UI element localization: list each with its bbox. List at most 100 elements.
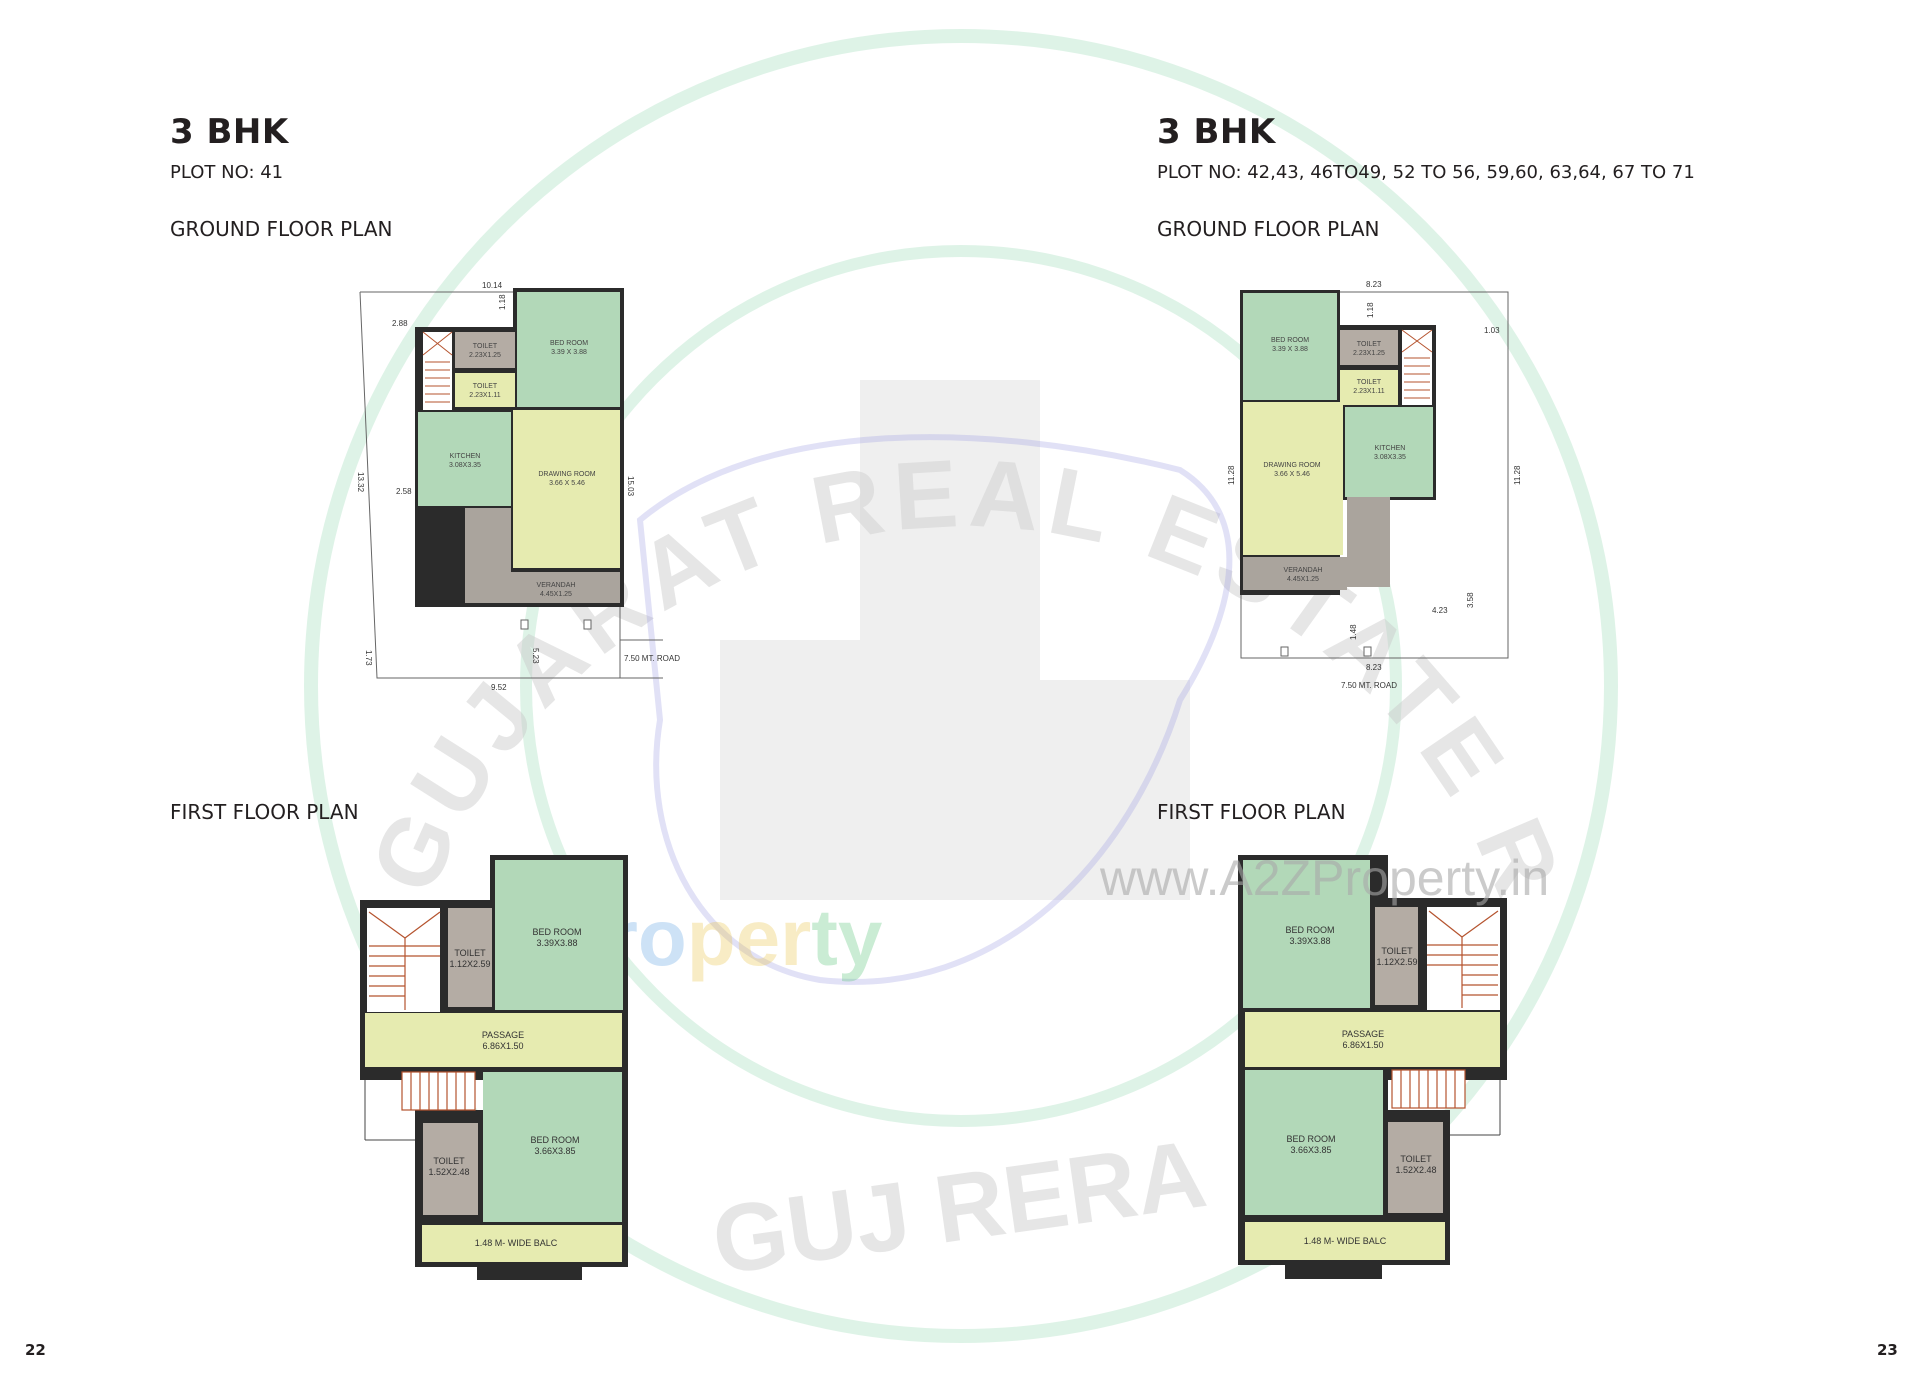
room-size: 3.66 X 5.46 (549, 480, 585, 487)
drawing-room (1243, 402, 1343, 555)
bedroom (1243, 293, 1337, 400)
room-label: TOILET (473, 343, 498, 350)
room-label: BED ROOM (1286, 1134, 1335, 1144)
dimension-label: 5.23 (531, 648, 540, 664)
dimension-label: 2.88 (392, 319, 408, 328)
room-label: BED ROOM (532, 927, 581, 937)
dimension-label: 1.03 (1484, 326, 1500, 335)
right-ground-floor-heading: GROUND FLOOR PLAN (1157, 217, 1380, 241)
room-size: 2.23X1.11 (1353, 388, 1385, 395)
dimension-label: 15.03 (626, 476, 635, 497)
dimension-label: 8.23 (1366, 663, 1382, 672)
bedroom (495, 860, 623, 1010)
dimension-label: 4.23 (1432, 606, 1448, 615)
room-size: 3.39 X 3.88 (1272, 346, 1308, 353)
room-label: TOILET (1357, 341, 1382, 348)
dimension-label: 2.58 (396, 487, 412, 496)
left-plot-number: PLOT NO: 41 (170, 162, 284, 183)
room-size: 4.45X1.25 (1287, 576, 1319, 583)
room-size: 3.39X3.88 (536, 938, 577, 948)
room-label: 1.48 M- WIDE BALC (475, 1238, 558, 1248)
room-size: 1.12X2.59 (1376, 957, 1417, 967)
room-label: PASSAGE (1342, 1029, 1384, 1039)
staircase (1402, 330, 1432, 405)
dimension-label: 11.28 (1513, 465, 1522, 485)
toilet (455, 332, 515, 368)
right-plot-number: PLOT NO: 42,43, 46TO49, 52 TO 56, 59,60,… (1157, 162, 1695, 183)
room-size: 3.39 X 3.88 (551, 349, 587, 356)
balcony (422, 1225, 622, 1262)
room-size: 3.39X3.88 (1289, 936, 1330, 946)
room-size: 2.23X1.25 (469, 352, 501, 359)
staircase (1427, 907, 1500, 1010)
right-title: 3 BHK (1157, 112, 1276, 152)
room-label: BED ROOM (550, 340, 588, 347)
dimension-label: 1.48 (1349, 624, 1358, 640)
right-first-floor-heading: FIRST FLOOR PLAN (1157, 800, 1346, 824)
dimension-label: 3.58 (1466, 592, 1475, 608)
right-ground-floor-plan: BED ROOM 3.39 X 3.88 TOILET 2.23X1.25 TO… (1227, 280, 1522, 690)
bedroom (483, 1072, 622, 1222)
room-size: 1.52X2.48 (428, 1167, 469, 1177)
dimension-label: 1.73 (364, 650, 373, 666)
road-label: 7.50 MT. ROAD (1341, 681, 1397, 690)
left-first-floor-plan: BED ROOM 3.39X3.88 TOILET 1.12X2.59 PASS… (360, 855, 628, 1280)
room-label: TOILET (1400, 1154, 1432, 1164)
bedroom (1243, 860, 1370, 1008)
room-size: 6.86X1.50 (1342, 1040, 1383, 1050)
room-size: 3.08X3.35 (1374, 454, 1406, 461)
room-label: KITCHEN (450, 453, 481, 460)
kitchen (418, 412, 511, 506)
left-ground-floor-heading: GROUND FLOOR PLAN (170, 217, 393, 241)
right-first-floor-plan: BED ROOM 3.39X3.88 TOILET 1.12X2.59 PASS… (1238, 855, 1507, 1279)
toilet (448, 908, 492, 1007)
dimension-label: 11.28 (1227, 465, 1236, 485)
room-size: 2.23X1.11 (469, 392, 501, 399)
dimension-label: 13.32 (356, 472, 365, 493)
room-label: KITCHEN (1375, 445, 1406, 452)
room-size: 3.66 X 5.46 (1274, 471, 1310, 478)
dimension-label: 1.18 (498, 294, 507, 310)
road-label: 7.50 MT. ROAD (624, 654, 680, 663)
room-size: 3.66X3.85 (534, 1146, 575, 1156)
toilet (1340, 370, 1398, 405)
room-label: TOILET (1357, 379, 1382, 386)
room-label: PASSAGE (482, 1030, 524, 1040)
passage (1245, 1012, 1500, 1067)
staircase (423, 332, 452, 410)
bedroom (517, 292, 620, 407)
room-label: TOILET (1381, 946, 1413, 956)
dimension-label: 9.52 (491, 683, 507, 692)
bedroom (1245, 1070, 1383, 1215)
verandah (1243, 557, 1347, 590)
verandah (511, 572, 620, 603)
toilet (1340, 330, 1398, 365)
room-label: BED ROOM (530, 1135, 579, 1145)
room-size: 3.66X3.85 (1290, 1145, 1331, 1155)
left-first-floor-heading: FIRST FLOOR PLAN (170, 800, 359, 824)
kitchen (1345, 407, 1433, 497)
passage (365, 1013, 622, 1067)
room-label: TOILET (454, 948, 486, 958)
drawing-room (513, 410, 620, 568)
toilet (1388, 1122, 1443, 1213)
page-number-left: 22 (25, 1341, 46, 1359)
toilet (455, 373, 515, 407)
room-size: 1.12X2.59 (449, 959, 490, 969)
room-label: 1.48 M- WIDE BALC (1304, 1236, 1387, 1246)
room-label: TOILET (473, 383, 498, 390)
dimension-label: 8.23 (1366, 280, 1382, 289)
room-label: VERANDAH (1284, 567, 1323, 574)
room-size: 4.45X1.25 (540, 591, 572, 598)
toilet (1375, 907, 1418, 1005)
room-label: BED ROOM (1271, 337, 1309, 344)
room-label: VERANDAH (537, 582, 576, 589)
room-label: DRAWING ROOM (1263, 462, 1320, 469)
left-title: 3 BHK (170, 112, 289, 152)
room-size: 2.23X1.25 (1353, 350, 1385, 357)
page-number-right: 23 (1877, 1341, 1898, 1359)
staircase (367, 908, 440, 1012)
balcony (1245, 1222, 1445, 1260)
room-size: 6.86X1.50 (482, 1041, 523, 1051)
